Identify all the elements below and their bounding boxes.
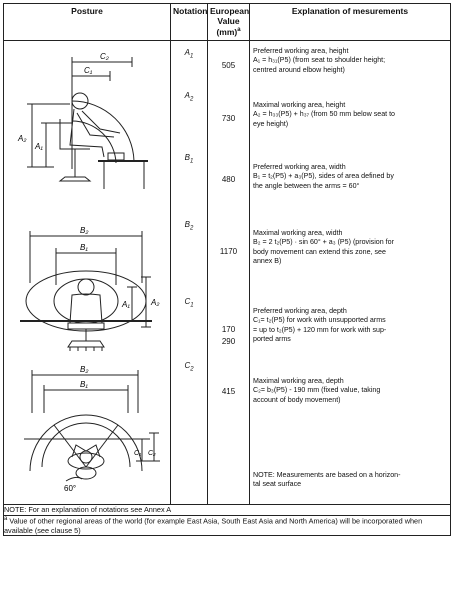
explanation-line: C₂= b₃(P5) - 190 mm (fixed value, taking — [253, 386, 381, 395]
fig1-label-c1: C₁ — [84, 66, 93, 75]
notation-b1: B1 — [171, 153, 207, 165]
explanation-cell: Preferred working area, height A₁ = h₃₁(… — [249, 40, 451, 506]
explanation-line: annex B) — [253, 256, 282, 265]
footnote-row: a Value of other regional areas of the w… — [3, 514, 451, 537]
header-value: European Value (mm)a — [207, 2, 250, 42]
explanation-a1: Preferred working area, height A₁ = h₃₁(… — [250, 47, 450, 75]
explanation-line: B₁ = t₂(P5) + a₃(P5), sides of area defi… — [253, 172, 394, 181]
header-explanation: Explanation of mesurements — [249, 2, 451, 42]
front-view-figure: B₂ B₁ A₁ A₂ — [20, 226, 159, 352]
header-notation: Notation — [170, 2, 208, 42]
explanation-b1: Preferred working area, width B₁ = t₂(P5… — [250, 163, 450, 191]
fig2-label-b1: B₁ — [80, 243, 88, 252]
notation-symbol: C — [184, 361, 191, 371]
explanation-line: A₂ = h₃₃(P5) + h₃₇ (from 50 mm below sea… — [253, 110, 395, 119]
explanation-line: Maximal working area, depth — [253, 377, 344, 386]
explanation-line: account of body movement) — [253, 395, 341, 404]
annex-note: NOTE: For an explanation of notations se… — [3, 504, 451, 516]
header-posture: Posture — [3, 2, 171, 42]
explanation-a2: Maximal working area, height A₂ = h₃₃(P5… — [250, 101, 450, 129]
value-cell: 505 730 480 1170 170 290 415 — [207, 40, 250, 506]
notation-symbol: B — [184, 153, 190, 163]
explanation-line: eye height) — [253, 119, 289, 128]
notation-subscript: 2 — [190, 96, 194, 103]
notation-c2: C2 — [171, 361, 207, 373]
fig3-label-angle: 60° — [64, 484, 76, 493]
notation-symbol: A — [184, 91, 190, 101]
notation-subscript: 2 — [190, 225, 194, 232]
explanation-line: Preferred working area, height — [253, 47, 349, 56]
posture-figures-cell: C₂ C₁ A₂ A₁ — [3, 40, 171, 506]
notation-subscript: 1 — [190, 302, 194, 309]
bottom-note: NOTE: Measurements are based on a horizo… — [250, 471, 450, 489]
value-c1-unsupported: 170 — [221, 325, 236, 335]
header-value-footnote-mark: a — [237, 26, 241, 33]
fig3-label-b2: B₂ — [80, 365, 88, 374]
fig2-label-b2: B₂ — [80, 226, 88, 235]
fig2-label-a1: A₁ — [121, 300, 130, 309]
explanation-line: the angle between the arms = 60° — [253, 181, 360, 190]
value-a2: 730 — [221, 114, 236, 124]
explanation-line: Preferred working area, width — [253, 163, 346, 172]
footnote-text: Value of other regional areas of the wor… — [4, 516, 423, 535]
fig1-label-a2: A₂ — [17, 134, 26, 143]
fig3-label-c2: C₂ — [148, 450, 156, 457]
fig1-label-c2: C₂ — [100, 52, 109, 61]
explanation-line: A₁ = h₃₁(P5) (from seat to shoulder heig… — [253, 56, 386, 65]
footnote: a Value of other regional areas of the w… — [3, 514, 451, 537]
notation-symbol: C — [184, 297, 191, 307]
explanation-line: Maximal working area, width — [253, 229, 343, 238]
explanation-line: centred around elbow height) — [253, 65, 345, 74]
table-body-row: C₂ C₁ A₂ A₁ — [3, 40, 451, 506]
explanation-line: B₂ = 2 t₂(P5) · sin 60° + a₃ (P5) (provi… — [253, 238, 394, 247]
notation-subscript: 1 — [190, 158, 194, 165]
notation-subscript: 1 — [190, 53, 194, 60]
notation-a2: A2 — [171, 91, 207, 103]
notation-c1: C1 — [171, 297, 207, 309]
fig3-label-b1: B₁ — [80, 380, 88, 389]
fig3-label-c1: C₁ — [134, 450, 142, 457]
explanation-c2: Maximal working area, depth C₂= b₃(P5) -… — [250, 377, 450, 405]
table-header-row: Posture Notation European Value (mm)a Ex… — [3, 2, 451, 42]
value-b2: 1170 — [219, 247, 238, 257]
notation-symbol: B — [184, 220, 190, 230]
annex-note-row: NOTE: For an explanation of notations se… — [3, 504, 451, 516]
footnote-mark: a — [4, 515, 8, 522]
value-c1-supported: 290 — [221, 337, 236, 347]
side-view-figure: C₂ C₁ A₂ A₁ — [17, 52, 148, 190]
value-b1: 480 — [221, 175, 236, 185]
explanation-line: Maximal working area, height — [253, 101, 346, 110]
explanation-line: C₁= t₂(P5) for work with unsupported arm… — [253, 316, 386, 325]
notation-b2: B2 — [171, 220, 207, 232]
top-view-figure: B₂ B₁ C₁ C₂ 60° — [24, 365, 160, 493]
notation-subscript: 2 — [190, 366, 194, 373]
fig2-label-a2: A₂ — [150, 298, 159, 307]
explanation-c1: Preferred working area, depth C₁= t₂(P5)… — [250, 307, 450, 344]
header-value-line: European — [210, 6, 250, 16]
header-value-line: Value — [217, 15, 240, 26]
explanation-line: Preferred working area, depth — [253, 307, 347, 316]
explanation-b2: Maximal working area, width B₂ = 2 t₂(P5… — [250, 229, 450, 266]
notation-a1: A1 — [171, 48, 207, 60]
explanation-line: ported arms — [253, 334, 291, 343]
value-a1: 505 — [221, 61, 236, 71]
fig1-label-a1: A₁ — [34, 142, 43, 151]
header-value-line: (mm) — [216, 26, 238, 37]
bottom-note-line: NOTE: Measurements are based on a horizo… — [253, 471, 401, 480]
working-area-table: Posture Notation European Value (mm)a Ex… — [3, 2, 451, 537]
value-c2: 415 — [221, 387, 236, 397]
explanation-line: = up to t₂(P5) + 120 mm for work with su… — [253, 325, 387, 334]
bottom-note-line: tal seat surface — [253, 480, 302, 489]
explanation-line: body movement can extend this zone, see — [253, 247, 386, 256]
notation-cell: A1 A2 B1 B2 C1 C2 — [170, 40, 208, 506]
notation-symbol: A — [184, 48, 190, 58]
